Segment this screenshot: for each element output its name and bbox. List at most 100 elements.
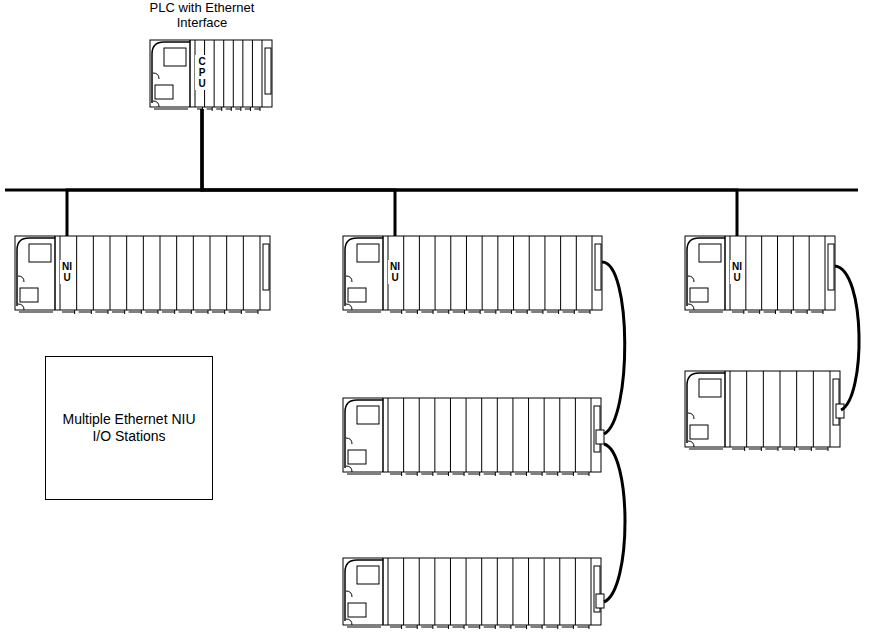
slot-tab: [154, 109, 188, 110]
slot-divider: [512, 398, 513, 472]
slot-tab: [226, 109, 232, 110]
supply-hook: [153, 101, 159, 107]
slot-tab: [401, 625, 402, 629]
slot-tab: [749, 449, 762, 450]
slot-tab: [112, 312, 125, 313]
slot-divider: [497, 398, 498, 472]
slot-tab: [79, 312, 92, 313]
slot-divider: [382, 236, 384, 310]
slot-tab: [174, 310, 175, 314]
slot-divider: [482, 236, 483, 310]
slot-divider: [793, 236, 794, 310]
rack-frame: [685, 236, 835, 310]
cable-plug: [596, 594, 604, 608]
expansion-port: [263, 244, 269, 290]
slot-tab: [437, 312, 449, 313]
slot-divider: [763, 371, 764, 447]
slot-tab: [531, 474, 543, 475]
slot-divider: [260, 236, 261, 310]
slot-divider: [110, 236, 111, 310]
slot-tab: [464, 625, 465, 629]
slot-tab: [432, 472, 433, 476]
slot-tab: [527, 310, 528, 314]
io-rack: [343, 398, 601, 476]
slot-tab: [557, 625, 558, 629]
slot-divider: [76, 236, 77, 310]
slot-tab: [484, 627, 496, 628]
slot-divider: [419, 236, 420, 310]
slot-tab: [807, 310, 808, 314]
slot-tab: [468, 627, 480, 628]
slot-tab: [811, 312, 823, 313]
supply-terminal: [348, 603, 366, 617]
note-box: Multiple Ethernet NIU I/O Stations: [45, 356, 213, 500]
slot-tab: [479, 625, 480, 629]
slot-divider: [591, 398, 592, 472]
supply-outline: [344, 250, 346, 306]
slot-divider: [575, 558, 576, 625]
supply-outline: [686, 385, 688, 443]
slot-divider: [54, 236, 56, 310]
expansion-port: [595, 244, 601, 290]
slot-divider: [243, 236, 244, 310]
slot-tab: [764, 312, 776, 313]
slot-tab: [260, 107, 261, 111]
slot-tab: [390, 474, 402, 475]
slot-tab: [347, 474, 381, 475]
slot-tab: [258, 310, 259, 314]
slot-tab: [765, 449, 778, 450]
slot-tab: [510, 625, 511, 629]
slot-tab: [437, 474, 449, 475]
slot-divider: [223, 40, 224, 107]
slot-divider: [466, 558, 467, 625]
slot-tab: [453, 312, 465, 313]
slot-tab: [828, 447, 829, 451]
slot-tab: [589, 625, 590, 629]
slot-divider: [193, 236, 194, 310]
slot-tab: [574, 310, 575, 314]
slot-tab: [759, 310, 760, 314]
slot-tab: [195, 312, 208, 313]
slot-tab: [511, 310, 512, 314]
slot-tab: [91, 310, 92, 314]
slot-divider: [450, 236, 451, 310]
slot-divider: [497, 236, 498, 310]
supply-outline: [16, 250, 18, 306]
supply-hook: [346, 591, 352, 597]
slot-tab: [401, 472, 402, 476]
slot-tab: [432, 625, 433, 629]
slot-tab: [433, 310, 434, 314]
supply-terminal: [155, 85, 173, 99]
supply-cover: [357, 244, 379, 262]
expansion-cable: [835, 266, 859, 410]
rack-frame: [15, 236, 270, 310]
slot-tab: [229, 312, 242, 313]
slot-tab: [347, 627, 381, 628]
slot-tab: [484, 474, 496, 475]
slot-tab: [254, 109, 260, 110]
slot-divider: [512, 558, 513, 625]
slot-divider: [382, 558, 384, 625]
supply-hook: [346, 466, 352, 472]
slot-tab: [108, 310, 109, 314]
slot-divider: [576, 236, 577, 310]
slot-divider: [242, 40, 243, 107]
slot-tab: [245, 109, 251, 110]
slot-tab: [231, 107, 232, 111]
slot-divider: [434, 558, 435, 625]
supply-hook: [18, 304, 24, 310]
slot-divider: [176, 236, 177, 310]
slot-tab: [129, 312, 142, 313]
slot-tab: [563, 312, 575, 313]
supply-outline: [686, 250, 688, 306]
slot-tab: [573, 472, 574, 476]
slot-divider: [730, 371, 731, 447]
niu-rack: NIU: [343, 233, 602, 318]
plc-rack: PLC with Ethernet InterfaceCPU: [150, 37, 272, 115]
slot-tab: [145, 312, 158, 313]
supply-hook: [346, 304, 352, 310]
supply-hook: [688, 276, 694, 282]
supply-terminal: [690, 288, 708, 302]
slot-divider: [481, 558, 482, 625]
